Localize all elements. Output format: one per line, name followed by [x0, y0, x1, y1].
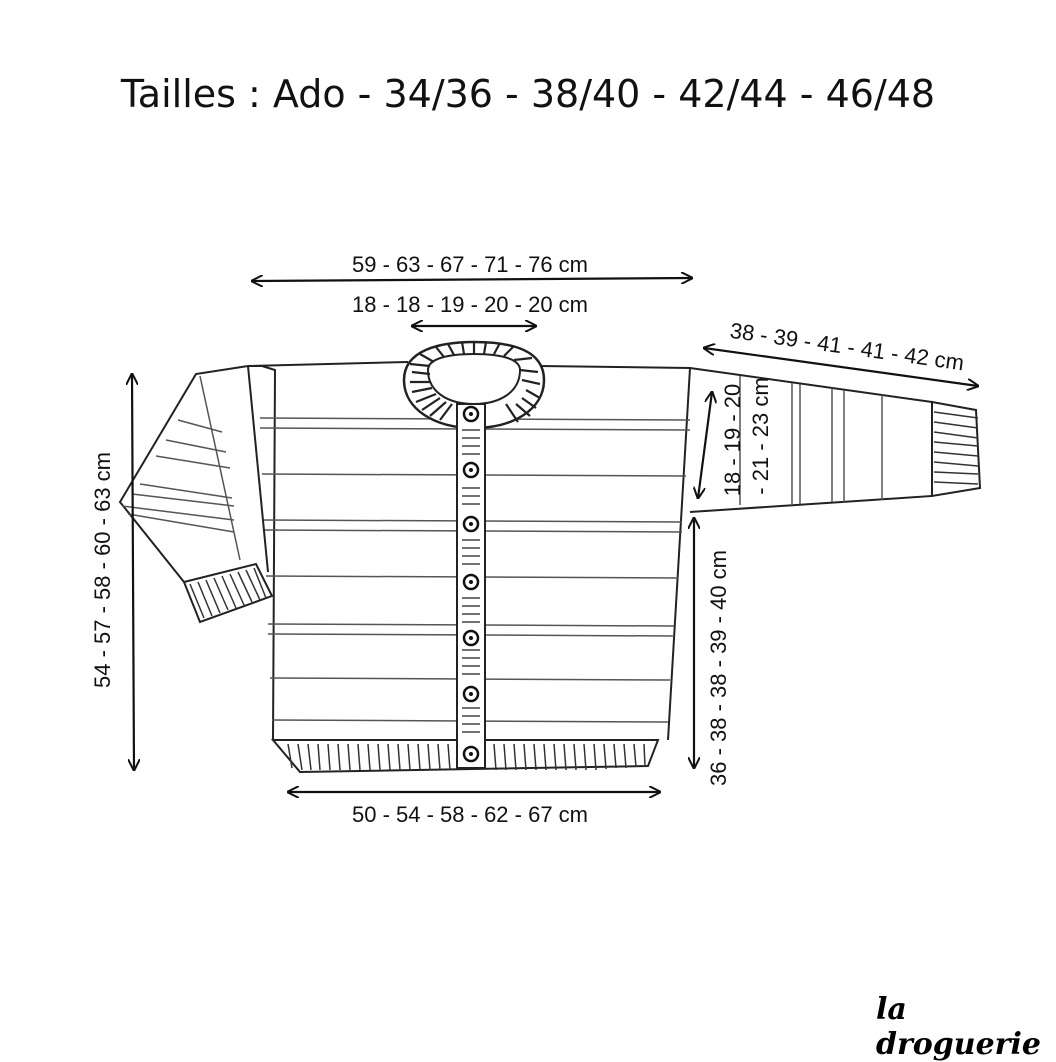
chest-width-label: 59 - 63 - 67 - 71 - 76 cm — [352, 252, 588, 277]
hem-width-label: 50 - 54 - 58 - 62 - 67 cm — [352, 802, 588, 827]
total-length-label: 54 - 57 - 58 - 60 - 63 cm — [90, 452, 115, 688]
neckband — [402, 340, 546, 430]
total-length-arrow — [132, 374, 134, 770]
brand-logo: la droguerie — [876, 992, 1041, 1062]
neck-width-label: 18 - 18 - 19 - 20 - 20 cm — [352, 292, 588, 317]
dimension-arrows — [132, 278, 978, 792]
chest-width-arrow — [252, 278, 692, 281]
side-length-label: 36 - 38 - 38 - 39 - 40 cm — [706, 550, 731, 786]
left-sleeve — [118, 365, 274, 624]
button-band — [456, 403, 486, 769]
sizes-title: Tailles : Ado - 34/36 - 38/40 - 42/44 - … — [120, 72, 936, 116]
armhole-depth-arrow — [698, 392, 712, 498]
sleeve-length-arrow — [704, 348, 978, 386]
armhole-depth-label: 18 - 19 - 20 — [720, 384, 745, 497]
right-sleeve — [689, 367, 982, 513]
sleeve-width-label: - 21 - 23 cm — [748, 377, 773, 494]
